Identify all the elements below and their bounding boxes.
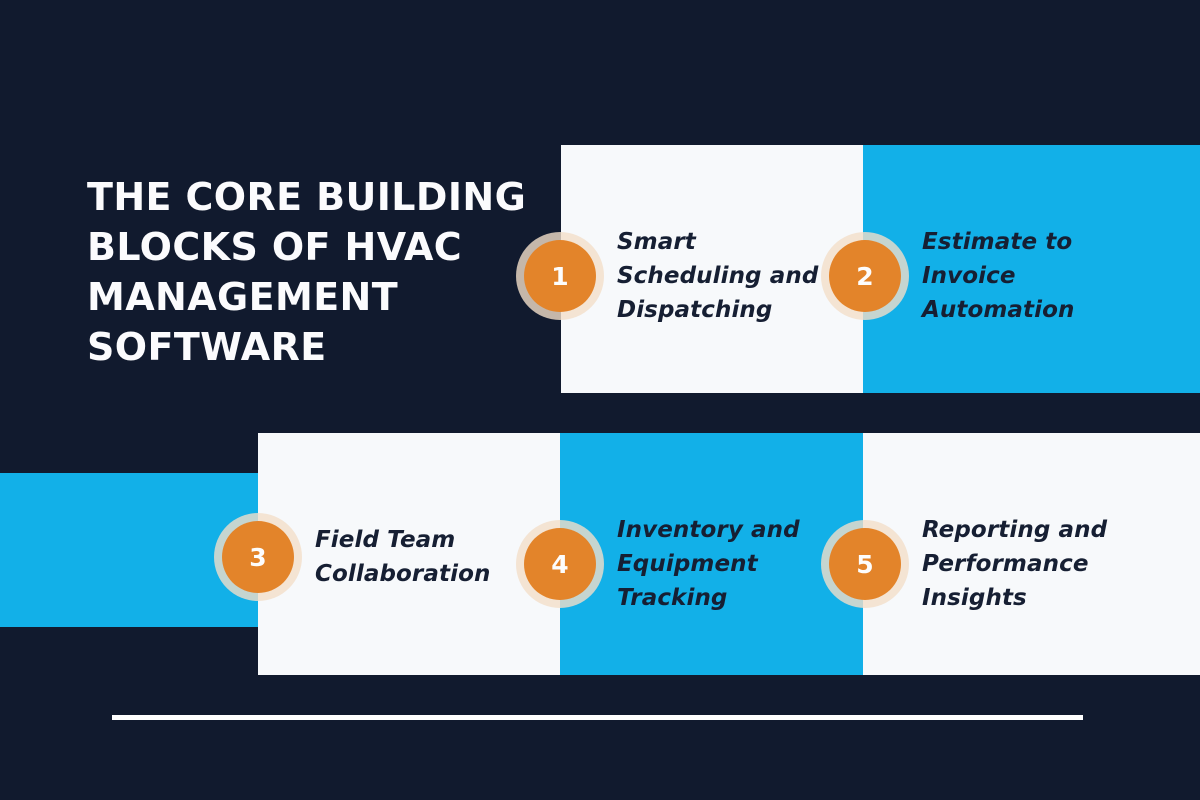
badge-circle: 3 bbox=[222, 521, 294, 593]
card-label: Reporting and Performance Insights bbox=[922, 517, 1108, 611]
badge-5: 5 bbox=[821, 520, 909, 608]
card-item-4: 4 Inventory and Equipment Tracking bbox=[516, 513, 800, 615]
card-item-2: 2 Estimate to Invoice Automation bbox=[821, 225, 1075, 327]
panel-row2-white-right bbox=[863, 433, 1200, 675]
card-label: Estimate to Invoice Automation bbox=[922, 229, 1075, 323]
badge-circle: 2 bbox=[829, 240, 901, 312]
page-title: The Core Building Blocks of HVAC Managem… bbox=[87, 175, 527, 369]
card-item-1: 1 Smart Scheduling and Dispatching bbox=[516, 225, 818, 327]
badge-number: 5 bbox=[856, 549, 874, 579]
badge-number: 4 bbox=[551, 549, 569, 579]
badge-4: 4 bbox=[516, 520, 604, 608]
badge-2: 2 bbox=[821, 232, 909, 320]
badge-number: 2 bbox=[856, 261, 874, 291]
card-item-3: 3 Field Team Collaboration bbox=[214, 513, 490, 601]
card-item-5: 5 Reporting and Performance Insights bbox=[821, 513, 1107, 615]
badge-circle: 1 bbox=[524, 240, 596, 312]
badge-number: 3 bbox=[249, 542, 267, 572]
badge-number: 1 bbox=[551, 261, 569, 291]
badge-circle: 5 bbox=[829, 528, 901, 600]
panel-row2-white-left bbox=[258, 433, 560, 675]
badge-circle: 4 bbox=[524, 528, 596, 600]
bottom-divider bbox=[112, 715, 1083, 720]
card-label: Field Team Collaboration bbox=[315, 527, 491, 587]
card-label: Inventory and Equipment Tracking bbox=[617, 517, 800, 611]
panel-row1-white bbox=[561, 145, 863, 393]
panel-row1-blue bbox=[863, 145, 1200, 393]
badge-3: 3 bbox=[214, 513, 302, 601]
card-label: Smart Scheduling and Dispatching bbox=[617, 229, 819, 323]
badge-1: 1 bbox=[516, 232, 604, 320]
panel-row2-blue bbox=[560, 433, 863, 675]
